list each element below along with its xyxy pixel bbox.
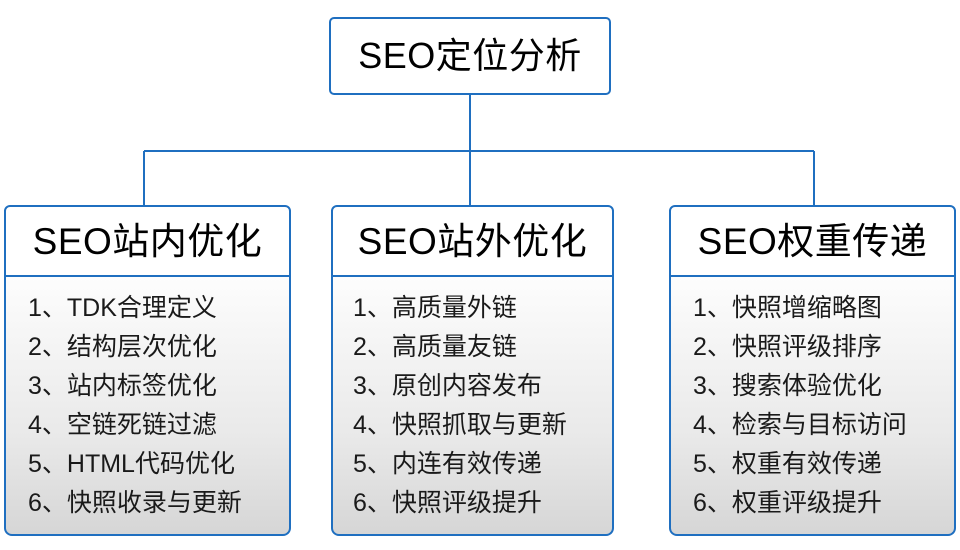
branch-onsite-body: 1、TDK合理定义 2、结构层次优化 3、站内标签优化 4、空链死链过滤 5、H… (4, 277, 291, 536)
branch-weight-body: 1、快照增缩略图 2、快照评级排序 3、搜索体验优化 4、检索与目标访问 5、权… (669, 277, 956, 536)
list-item: 2、高质量友链 (353, 333, 517, 361)
list-item: 2、结构层次优化 (28, 333, 217, 361)
branch-onsite-header: SEO站内优化 (4, 205, 291, 277)
branch-onsite-item-list: 1、TDK合理定义 2、结构层次优化 3、站内标签优化 4、空链死链过滤 5、H… (6, 289, 289, 523)
branch-offsite-header: SEO站外优化 (331, 205, 614, 277)
list-item: 5、HTML代码优化 (28, 450, 235, 478)
list-item: 4、快照抓取与更新 (353, 411, 567, 439)
list-item: 3、站内标签优化 (28, 372, 217, 400)
list-item: 2、快照评级排序 (693, 333, 882, 361)
branch-weight-header: SEO权重传递 (669, 205, 956, 277)
list-item: 1、TDK合理定义 (28, 294, 217, 322)
branch-offsite-item-list: 1、高质量外链 2、高质量友链 3、原创内容发布 4、快照抓取与更新 5、内连有… (333, 289, 612, 523)
list-item: 1、快照增缩略图 (693, 294, 882, 322)
list-item: 5、权重有效传递 (693, 450, 882, 478)
list-item: 3、搜索体验优化 (693, 372, 882, 400)
branch-offsite: SEO站外优化 1、高质量外链 2、高质量友链 3、原创内容发布 4、快照抓取与… (331, 205, 614, 536)
list-item: 6、快照评级提升 (353, 489, 542, 517)
list-item: 1、高质量外链 (353, 294, 517, 322)
list-item: 3、原创内容发布 (353, 372, 542, 400)
branch-weight-item-list: 1、快照增缩略图 2、快照评级排序 3、搜索体验优化 4、检索与目标访问 5、权… (671, 289, 954, 523)
list-item: 6、快照收录与更新 (28, 489, 242, 517)
root-node: SEO定位分析 (329, 17, 611, 95)
list-item: 4、检索与目标访问 (693, 411, 907, 439)
branch-onsite: SEO站内优化 1、TDK合理定义 2、结构层次优化 3、站内标签优化 4、空链… (4, 205, 291, 536)
branch-onsite-title: SEO站内优化 (32, 220, 263, 262)
branch-offsite-body: 1、高质量外链 2、高质量友链 3、原创内容发布 4、快照抓取与更新 5、内连有… (331, 277, 614, 536)
list-item: 6、权重评级提升 (693, 489, 882, 517)
list-item: 4、空链死链过滤 (28, 411, 217, 439)
branch-offsite-title: SEO站外优化 (357, 220, 588, 262)
branch-weight-title: SEO权重传递 (697, 220, 928, 262)
root-node-label: SEO定位分析 (358, 35, 582, 76)
list-item: 5、内连有效传递 (353, 450, 542, 478)
branch-weight: SEO权重传递 1、快照增缩略图 2、快照评级排序 3、搜索体验优化 4、检索与… (669, 205, 956, 536)
